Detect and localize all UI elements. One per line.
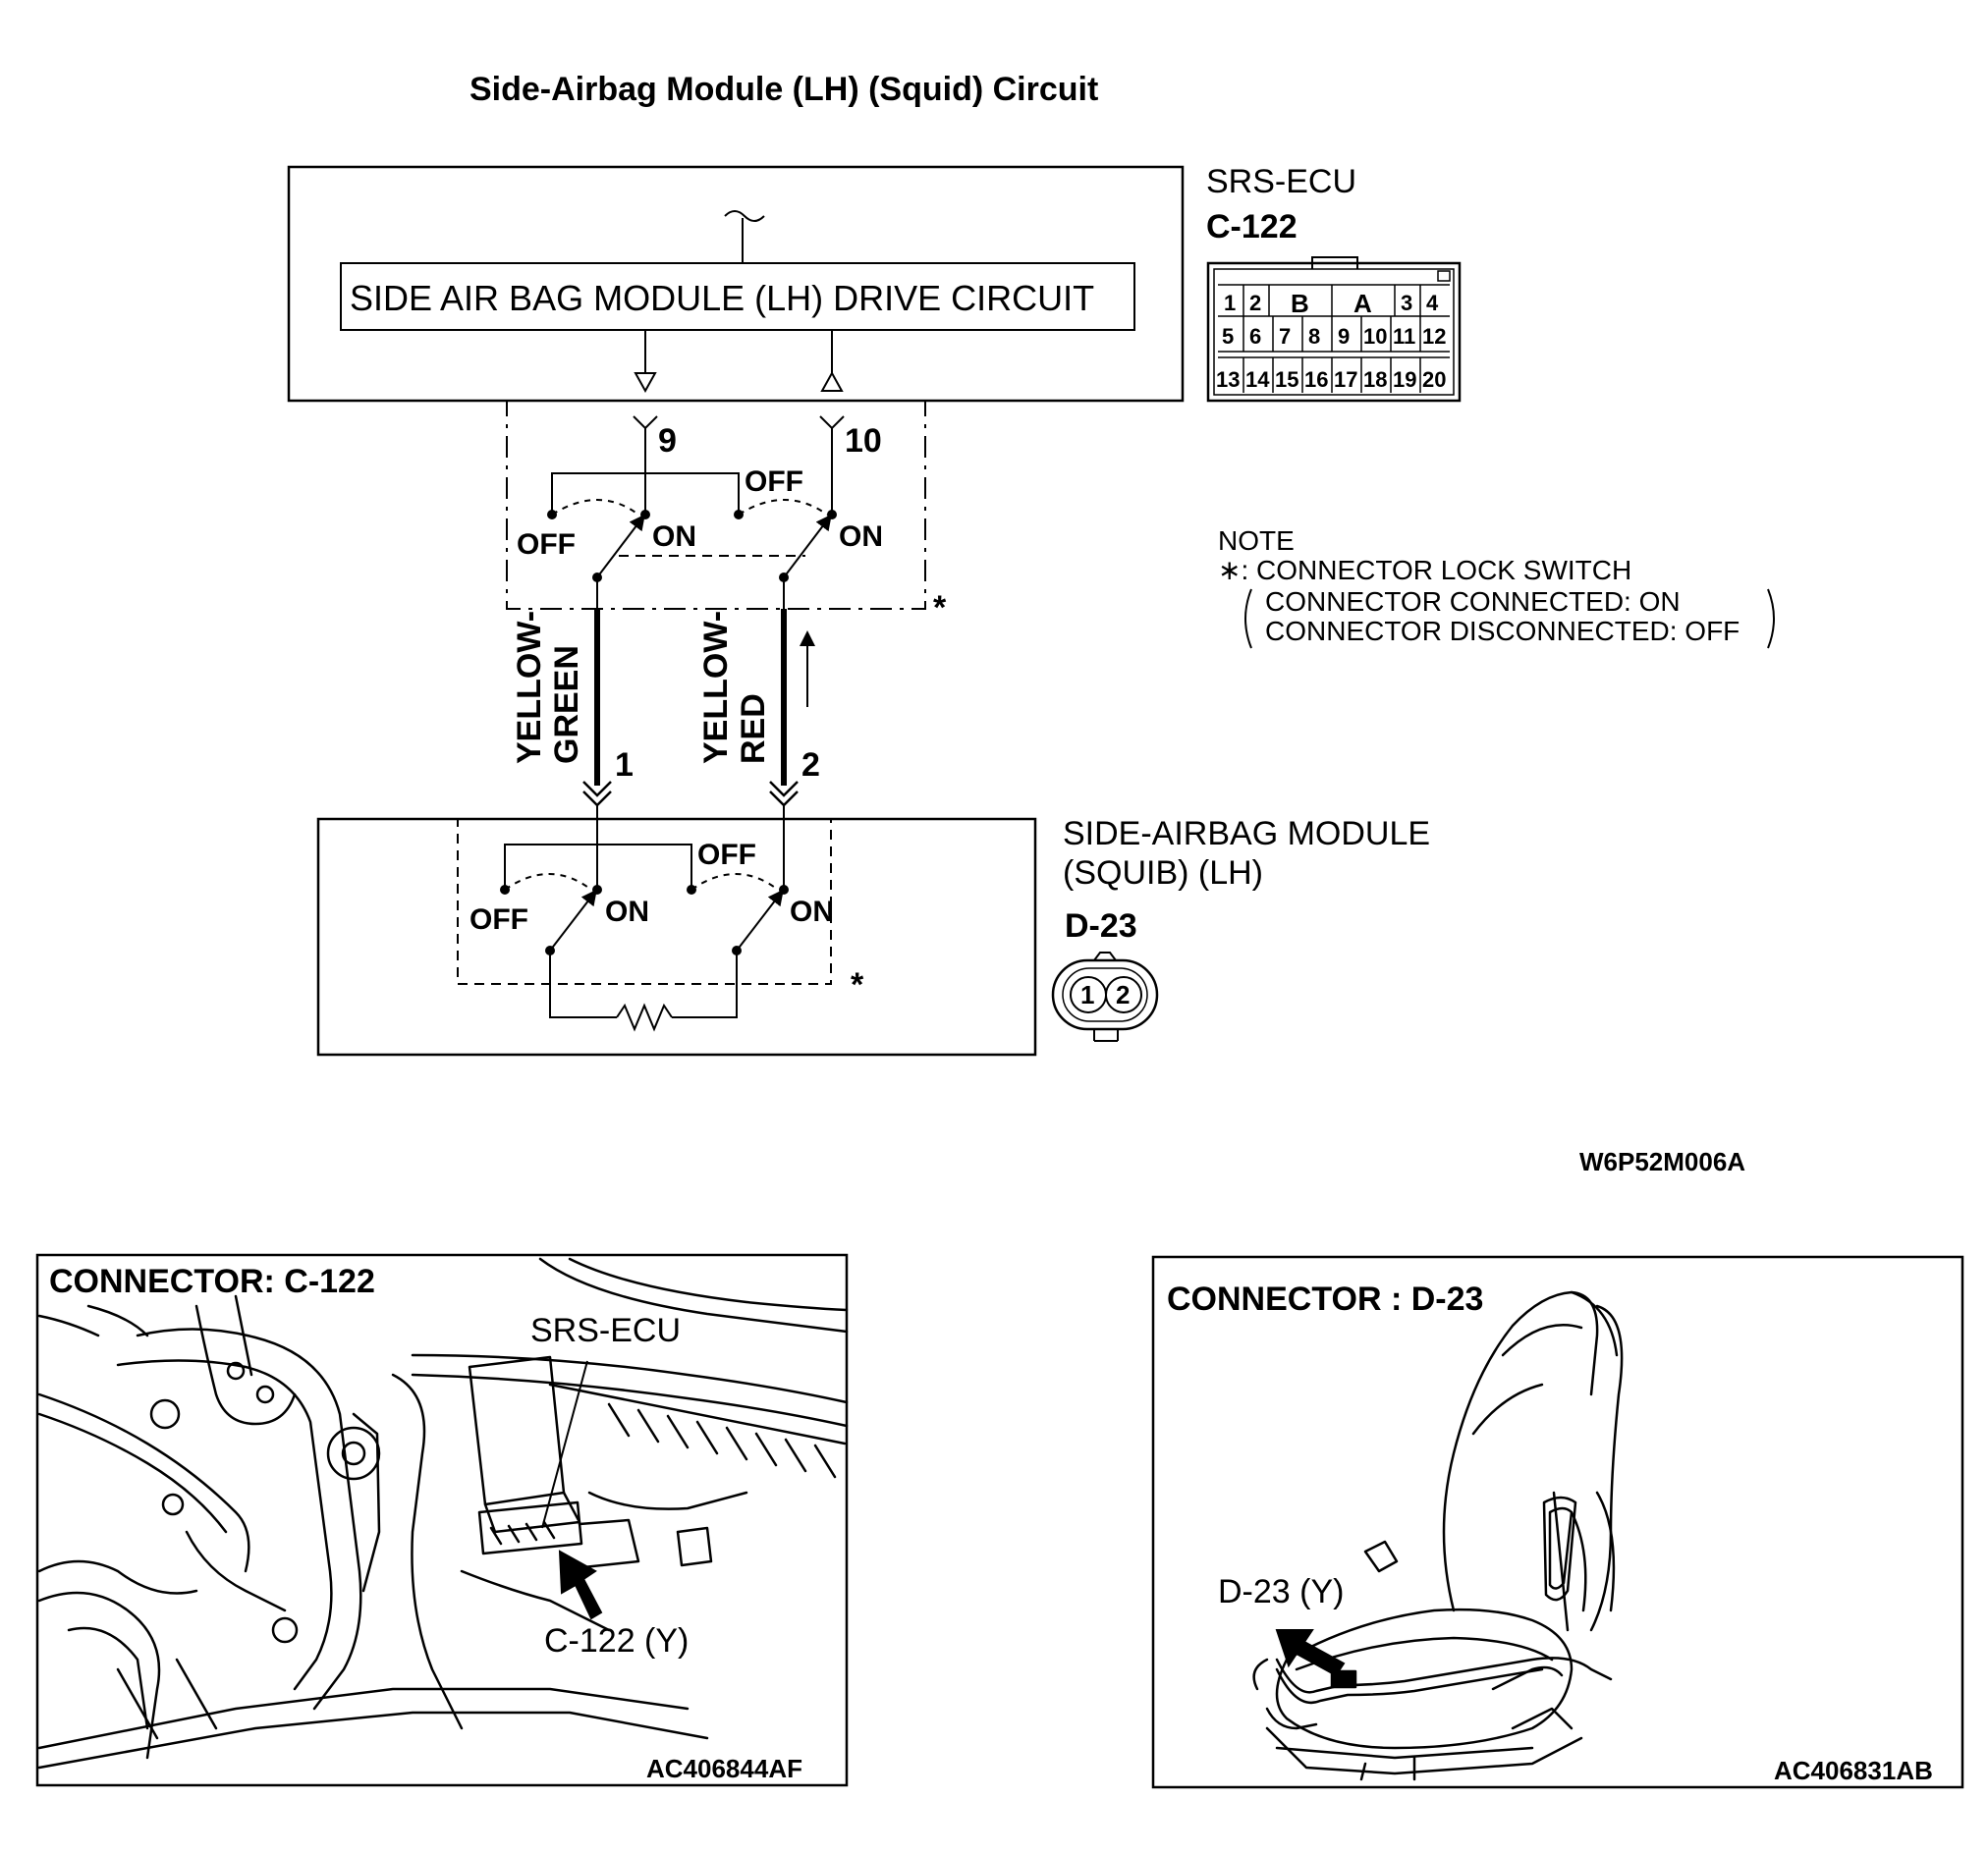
- wire-right-color-line2: RED: [735, 693, 772, 764]
- ecu-name-label: SRS-ECU: [1206, 163, 1356, 200]
- svg-text:16: 16: [1304, 367, 1328, 392]
- upper-switch-on-left: ON: [652, 520, 696, 553]
- wire-right-pin: 2: [801, 746, 820, 784]
- upper-switch-off-left: OFF: [517, 528, 576, 561]
- upper-switch-on-right: ON: [839, 520, 883, 553]
- photo-left-title: CONNECTOR: C-122: [49, 1263, 375, 1300]
- terminal-9-label: 9: [658, 422, 677, 460]
- svg-text:6: 6: [1249, 324, 1261, 349]
- svg-text:18: 18: [1363, 367, 1387, 392]
- upper-lock-switch-area: [506, 400, 926, 610]
- note-line3: CONNECTOR DISCONNECTED: OFF: [1265, 616, 1740, 646]
- seat-illustration: [1252, 1290, 1624, 1781]
- drive-circuit-box: [340, 262, 1135, 331]
- note-right-bracket: [1767, 588, 1775, 649]
- svg-text:12: 12: [1422, 324, 1446, 349]
- wire-left-pin: 1: [615, 746, 634, 784]
- photo-right-panel: [1151, 1255, 1964, 1789]
- svg-text:13: 13: [1216, 367, 1240, 392]
- wire-left-color-line2: GREEN: [548, 645, 585, 764]
- svg-text:5: 5: [1222, 324, 1234, 349]
- note-heading: NOTE: [1218, 525, 1295, 556]
- d23-connector-face: [1051, 952, 1159, 1042]
- drive-circuit-label: SIDE AIR BAG MODULE (LH) DRIVE CIRCUIT: [350, 278, 1094, 318]
- svg-text:B: B: [1291, 289, 1309, 318]
- svg-text:4: 4: [1426, 291, 1439, 315]
- d23-pointer-arrow-icon: [1275, 1629, 1346, 1677]
- wire-right-color-line1: YELLOW-: [697, 611, 735, 764]
- module-name-line2: (SQUIB) (LH): [1063, 854, 1263, 892]
- upper-asterisk: *: [933, 589, 947, 627]
- lower-switch-on-right: ON: [790, 896, 834, 928]
- svg-text:3: 3: [1401, 291, 1412, 315]
- ecu-connector-label: C-122: [1206, 208, 1298, 245]
- c122-pointer-arrow-icon: [558, 1550, 603, 1620]
- side-airbag-module-box: [316, 817, 1037, 1057]
- note-left-bracket: [1244, 588, 1252, 649]
- dashboard-structure-illustration: [37, 1257, 849, 1770]
- module-connector-label: D-23: [1065, 907, 1137, 945]
- photo-left-panel: [35, 1253, 849, 1787]
- output-down-arrow-icon: [634, 372, 657, 394]
- photo-left-callout-ecu: SRS-ECU: [530, 1312, 681, 1349]
- note-line1: ∗: CONNECTOR LOCK SWITCH: [1218, 555, 1631, 585]
- svg-text:11: 11: [1393, 324, 1415, 349]
- diagram-title: Side-Airbag Module (LH) (Squid) Circuit: [469, 71, 1098, 108]
- module-name-line1: SIDE-AIRBAG MODULE: [1063, 815, 1430, 852]
- svg-text:1: 1: [1224, 291, 1236, 315]
- note-line2: CONNECTOR CONNECTED: ON: [1265, 586, 1681, 617]
- svg-text:8: 8: [1308, 324, 1320, 349]
- svg-text:7: 7: [1279, 324, 1291, 349]
- svg-text:2: 2: [1249, 291, 1261, 315]
- photo-right-title: CONNECTOR : D-23: [1167, 1281, 1483, 1318]
- terminal-10-label: 10: [845, 422, 882, 460]
- d23-pin-1: 1: [1080, 980, 1094, 1009]
- wire-left-color-line1: YELLOW-: [511, 611, 548, 764]
- svg-text:10: 10: [1363, 324, 1387, 349]
- lower-switch-off-right: OFF: [697, 839, 756, 871]
- lower-switch-off-left: OFF: [469, 903, 528, 936]
- svg-text:20: 20: [1422, 367, 1446, 392]
- svg-text:17: 17: [1334, 367, 1357, 392]
- diagram-figure-code: W6P52M006A: [1579, 1147, 1745, 1176]
- svg-text:19: 19: [1393, 367, 1416, 392]
- photo-right-callout-connector: D-23 (Y): [1218, 1573, 1344, 1610]
- photo-left-callout-connector: C-122 (Y): [544, 1622, 689, 1660]
- lower-switch-on-left: ON: [605, 896, 649, 928]
- photo-right-figure-code: AC406831AB: [1774, 1756, 1933, 1785]
- svg-text:14: 14: [1245, 367, 1270, 392]
- srs-ecu-box: SIDE AIR BAG MODULE (LH) DRIVE CIRCUIT: [287, 165, 1185, 403]
- d23-pin-2: 2: [1116, 980, 1130, 1009]
- svg-text:15: 15: [1275, 367, 1298, 392]
- svg-text:9: 9: [1338, 324, 1350, 349]
- lower-asterisk: *: [851, 966, 864, 1004]
- input-up-arrow-icon: [820, 370, 844, 392]
- upper-switch-off-right: OFF: [745, 465, 803, 498]
- photo-left-figure-code: AC406844AF: [646, 1754, 802, 1783]
- c122-connector-face: 1 2 B A 3 4 5 6 7 8 9 10 11 12 13 14 15 …: [1206, 256, 1462, 403]
- svg-text:A: A: [1353, 289, 1372, 318]
- squib-resistor-icon: [616, 1003, 673, 1032]
